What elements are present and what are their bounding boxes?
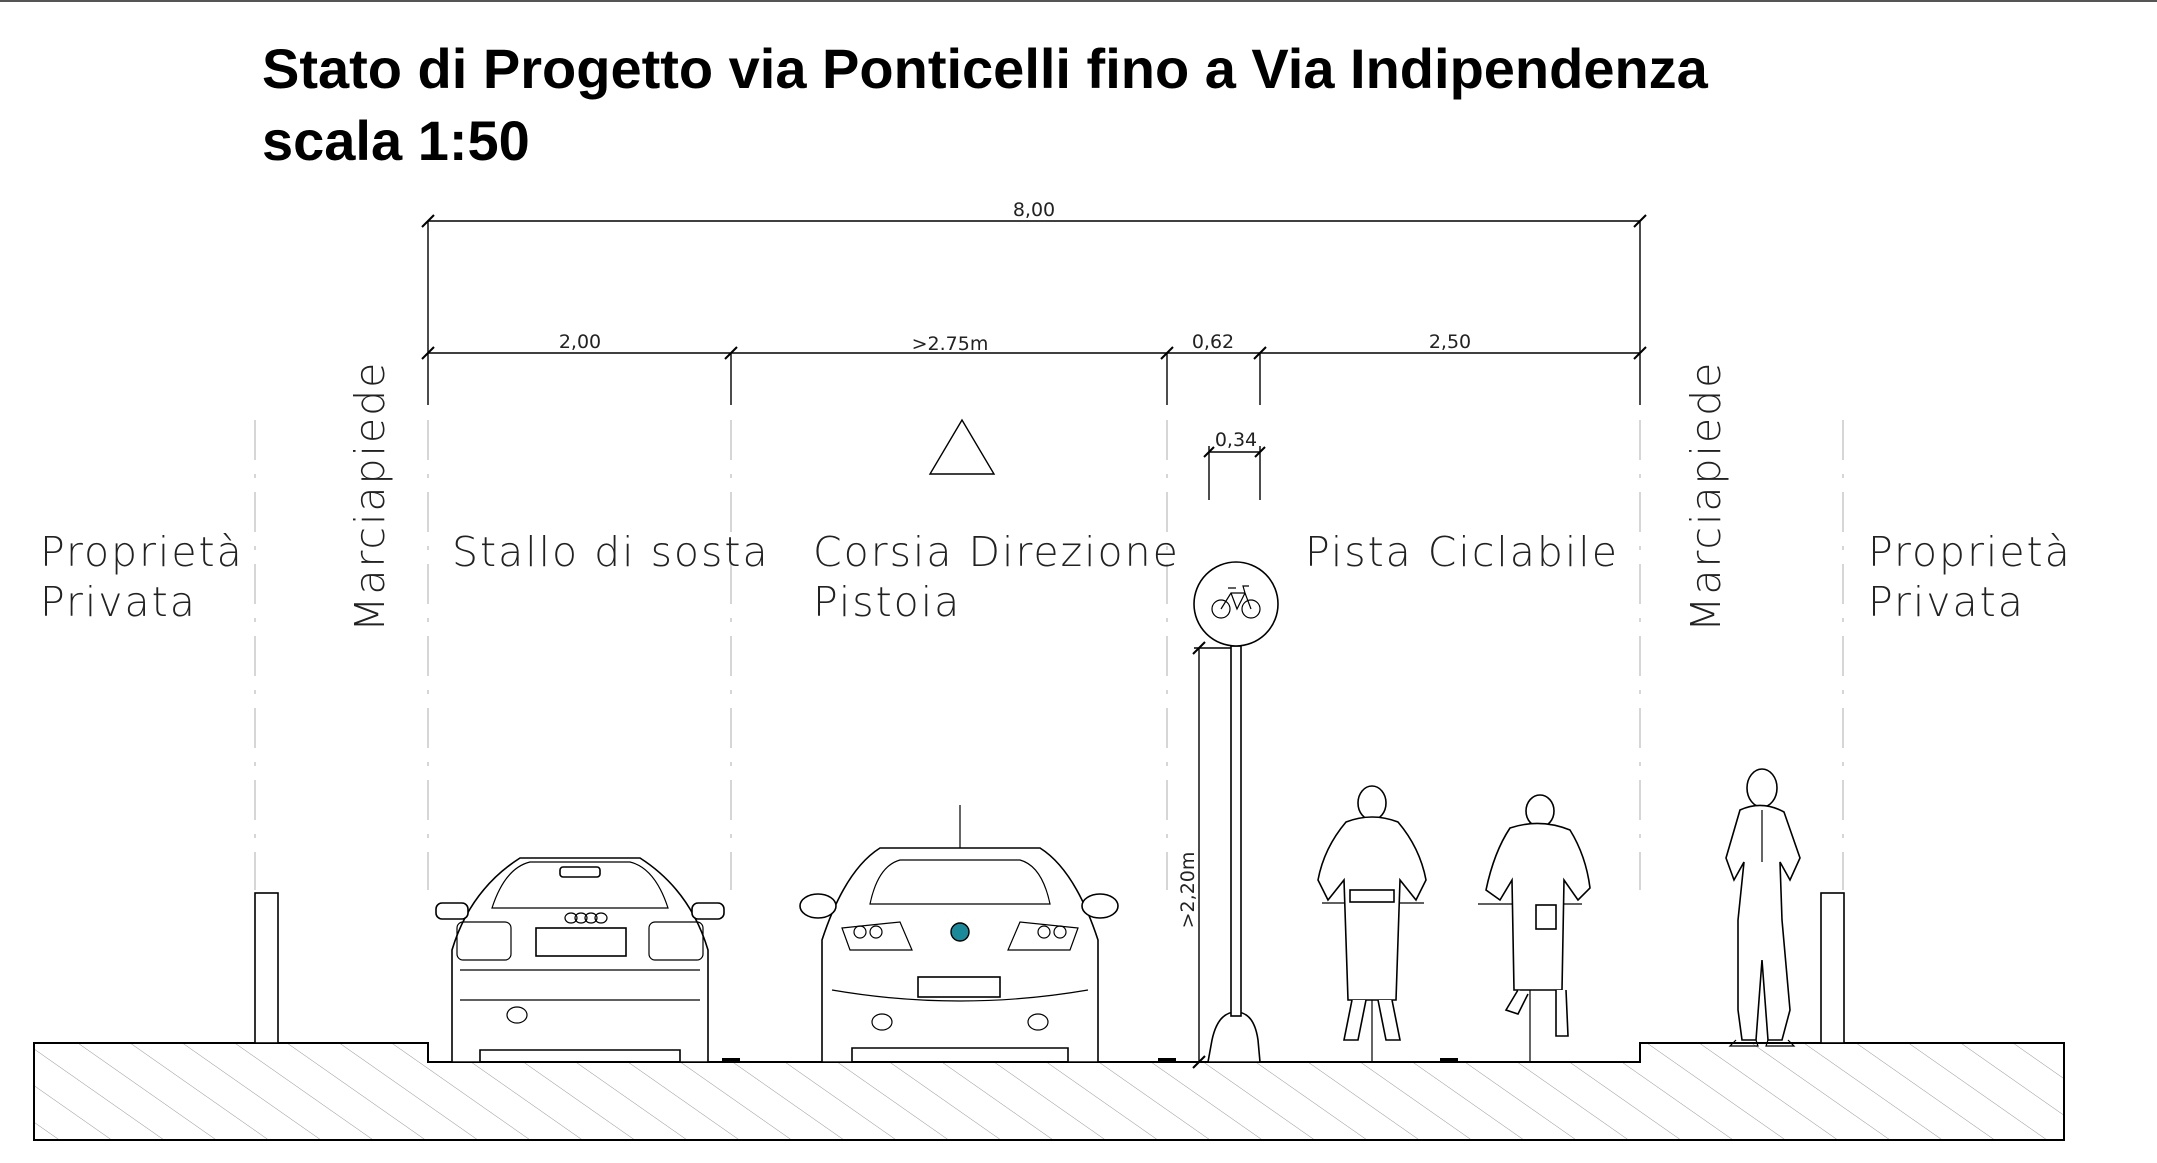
lane-label-1: Corsia Direzione [813,528,1180,576]
right-sidewalk-label: Marciapiede [1682,361,1730,632]
bike-sign [1193,561,1279,1063]
drawing-title: Stato di Progetto via Ponticelli fino a … [262,37,1709,100]
cyclist-back [1478,794,1591,1062]
dimension-total-label: 8,00 [1013,199,1055,221]
dimension-sign-height-label: >2,20m [1177,852,1199,929]
dimension-lane-label: >2.75m [912,333,989,355]
bollard-right [1820,892,1845,1044]
bike-lane-label: Pista Ciclabile [1305,528,1619,576]
right-property-label-1: Proprietà [1868,528,2072,576]
left-property-label-1: Proprietà [40,528,244,576]
zone-guides [254,420,1844,890]
dimension-parking-label: 2,00 [559,331,601,353]
right-property-label-2: Privata [1868,578,2025,626]
parking-label: Stallo di sosta [452,528,770,576]
ground-section [33,1042,2065,1141]
left-sidewalk-label: Marciapiede [346,361,394,632]
drawing-scale: scala 1:50 [262,109,530,172]
pedestrian [1725,768,1801,1047]
dimension-bike-lane-label: 2,50 [1429,331,1471,353]
dimension-separator-label: 0,62 [1192,331,1234,353]
triangle-icon [928,418,996,475]
emblem-icon [950,922,970,942]
dimension-segments: 2,00 >2.75m 0,62 2,50 [421,331,1647,405]
dimension-sign-base: 0,34 [1203,429,1266,500]
dimension-total: 8,00 [421,199,1647,405]
left-property-label-2: Privata [40,578,197,626]
bicycle-icon [1211,585,1261,619]
bollard-left [254,892,279,1044]
lane-label-2: Pistoia [813,578,961,626]
moving-car [799,805,1119,1063]
parked-car [435,857,725,1063]
road-markings [722,1058,1458,1062]
dimension-sign-height: >2,20m [1177,641,1231,1069]
dimension-sign-base-label: 0,34 [1215,429,1257,451]
cyclist-front [1317,785,1427,1062]
